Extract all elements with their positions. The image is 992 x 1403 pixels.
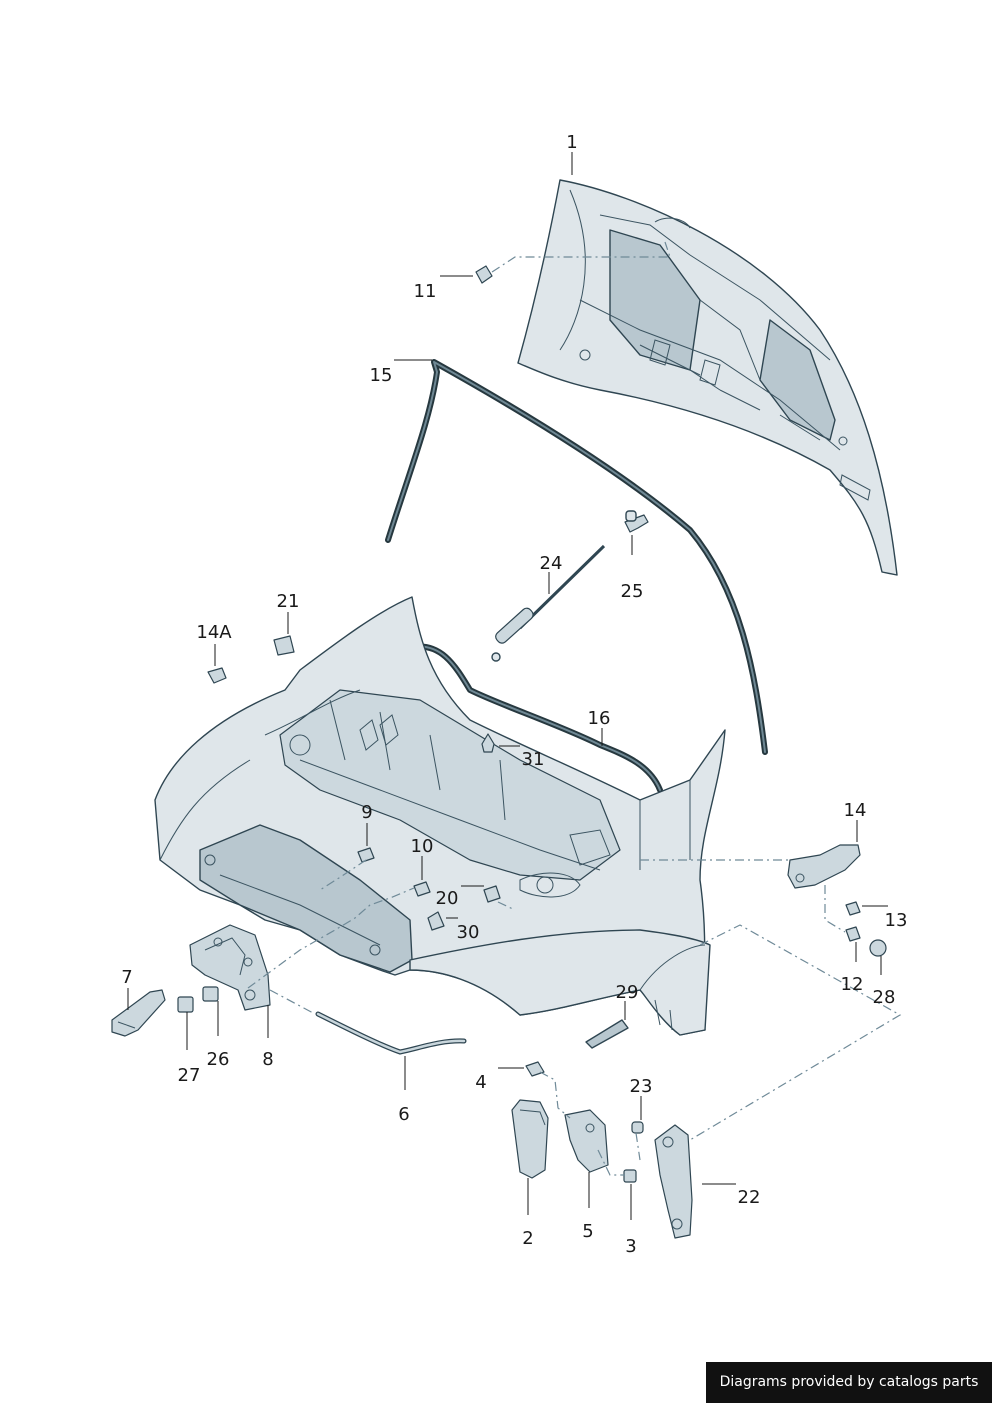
callout-6: 6 [398,1104,409,1125]
bolt-part-10[interactable] [413,881,431,897]
callout-7: 7 [121,967,132,988]
callout-9: 9 [361,802,372,823]
callout-labels: 1 11 15 24 25 21 14A 16 31 9 14 10 20 13… [121,132,907,1257]
callout-8: 8 [262,1049,273,1070]
seal-part-15[interactable] [385,359,768,755]
clip-part-30[interactable] [427,911,445,931]
clip-part-31[interactable] [481,733,495,753]
callout-14a: 14A [196,622,232,643]
gas-strut-part[interactable] [491,544,606,662]
bracket-part-22[interactable] [654,1124,693,1239]
callout-22: 22 [738,1187,761,1208]
bolt-part-12[interactable] [845,926,861,942]
callout-14: 14 [844,800,867,821]
bonnet-part[interactable] [517,179,898,576]
bolt-part-14a[interactable] [207,667,227,684]
callout-29: 29 [616,982,639,1003]
bolt-part-9[interactable] [357,847,375,863]
callout-13: 13 [885,910,908,931]
callout-1: 1 [566,132,577,153]
callout-24: 24 [540,553,563,574]
buffer-strip-part[interactable] [585,1019,629,1049]
bracket-part-5[interactable] [564,1109,609,1173]
front-body-structure [154,596,726,1036]
callout-28: 28 [873,987,896,1008]
credit-banner: Diagrams provided by catalogs parts [706,1362,992,1403]
callout-16: 16 [588,708,611,729]
release-handle-part[interactable] [111,989,166,1037]
callout-31: 31 [522,749,545,770]
callout-26: 26 [207,1049,230,1070]
callout-12: 12 [841,974,864,995]
callout-4: 4 [475,1072,486,1093]
lock-cover-part[interactable] [511,1099,549,1179]
bolt-part-13[interactable] [845,901,861,916]
callout-23: 23 [630,1076,653,1097]
bolt-part-4[interactable] [525,1061,545,1077]
nut-part-3[interactable] [623,1169,637,1183]
assembly-lines [247,241,902,1176]
callout-11: 11 [414,281,437,302]
callout-27: 27 [178,1065,201,1086]
seal-part-16[interactable] [405,643,663,793]
clip-part-21[interactable] [273,635,295,656]
hinge-part[interactable] [787,844,861,889]
leader-lines [127,152,888,1220]
ball-pin-part[interactable] [624,510,649,533]
clip-part-26[interactable] [202,986,219,1002]
buffer-part-28[interactable] [869,939,887,957]
nut-part-20[interactable] [483,885,501,903]
callout-15: 15 [370,365,393,386]
callout-21: 21 [277,591,300,612]
callout-2: 2 [522,1228,533,1249]
callout-10: 10 [411,836,434,857]
clip-part-27[interactable] [177,996,194,1013]
callout-25: 25 [621,581,644,602]
callout-20: 20 [436,888,459,909]
bowden-cable-part[interactable] [315,1011,467,1055]
callout-30: 30 [457,922,480,943]
lock-part[interactable] [189,924,271,1011]
callout-3: 3 [625,1236,636,1257]
nut-part-23[interactable] [631,1121,644,1134]
buffer-part-11[interactable] [475,265,493,284]
callout-5: 5 [582,1221,593,1242]
